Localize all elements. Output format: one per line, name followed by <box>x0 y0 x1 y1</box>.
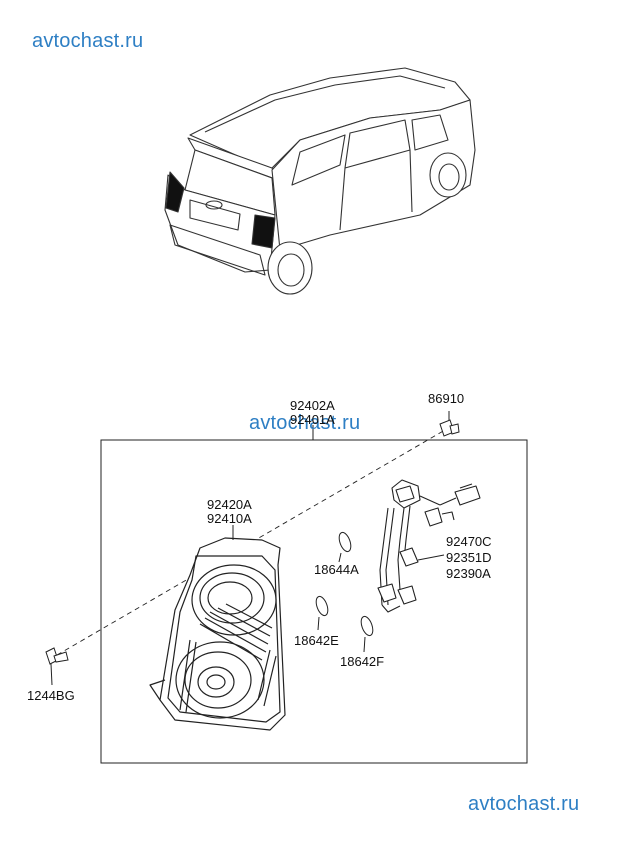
watermark-top: avtochast.ru <box>32 30 144 52</box>
part-label-18642f: 18642F <box>340 654 385 669</box>
wiring-harness <box>377 479 481 613</box>
watermark-bottom: avtochast.ru <box>468 793 580 815</box>
part-label-1244bg: 1244BG <box>27 688 75 703</box>
part-label-86910: 86910 <box>428 391 465 406</box>
watermark-middle: avtochast.ru <box>249 412 361 434</box>
part-label-18644a: 18644A <box>314 562 359 577</box>
bulb-18642f <box>360 615 374 653</box>
part-label-92351d: 92351D <box>446 550 492 565</box>
bulb-18644a <box>338 531 352 563</box>
part-label-92390a: 92390A <box>446 566 491 581</box>
bolt-1244bg <box>45 647 69 686</box>
part-label-92470c: 92470C <box>446 534 492 549</box>
part-label-18642e: 18642E <box>294 633 339 648</box>
left-tail-lamp-highlight <box>165 171 185 213</box>
car-illustration <box>164 67 476 295</box>
assembly-axis-line <box>56 429 446 656</box>
bulb-18642e <box>315 595 329 631</box>
tail-lamp-lens <box>149 537 286 731</box>
screw-86910 <box>439 411 460 437</box>
assembly-box <box>100 439 528 764</box>
part-label-92410a: 92410A <box>207 511 252 526</box>
right-tail-lamp-highlight <box>251 214 276 249</box>
part-label-92420a: 92420A <box>207 497 252 512</box>
part-label-92402a: 92402A <box>290 398 335 413</box>
part-label-92401a: 92401A <box>290 412 335 427</box>
